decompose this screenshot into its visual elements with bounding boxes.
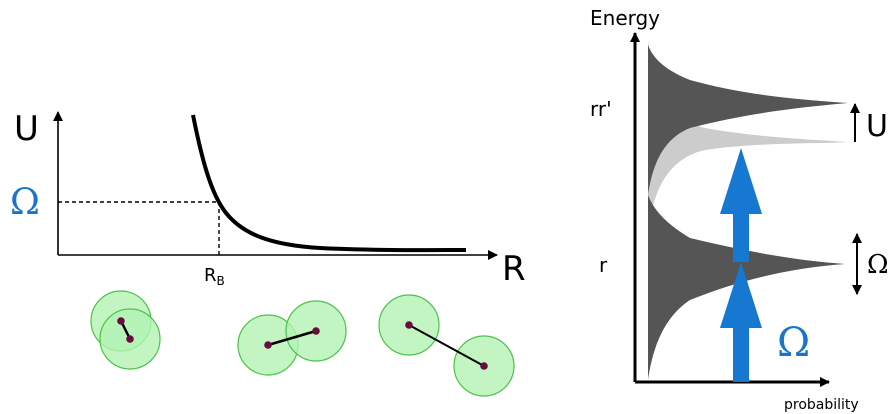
rb-main: R xyxy=(204,265,217,286)
atom-dot xyxy=(117,317,125,325)
excitation-arrow-upper-head xyxy=(720,148,762,214)
r-axis-label: R xyxy=(502,249,526,289)
atom-pair-far xyxy=(378,294,515,397)
drive-omega-label: Ω xyxy=(777,320,810,366)
atom-dot xyxy=(480,362,488,370)
energy-axis-label: Energy xyxy=(590,6,660,30)
energy-spectrum: Energy probability rr' r U Ω Ω xyxy=(590,6,889,413)
probability-axis-label: probability xyxy=(784,397,859,413)
atom-dot xyxy=(405,321,413,329)
atom-dot xyxy=(264,341,272,349)
omega-level-label: Ω xyxy=(10,182,40,223)
atom-bond xyxy=(408,324,485,367)
omega-width-label: Ω xyxy=(867,250,889,280)
rb-subscript: B xyxy=(217,274,225,288)
atom-pair-medium xyxy=(237,300,347,376)
atom-pairs xyxy=(90,290,515,397)
r-level-label: r xyxy=(599,253,608,277)
rr-level-label: rr' xyxy=(590,97,612,121)
rr-shifted-peak xyxy=(648,40,848,230)
atom-dot xyxy=(312,327,320,335)
atom-pair-close xyxy=(90,290,161,370)
excitation-arrows xyxy=(720,148,762,382)
u-shift-label: U xyxy=(866,109,888,144)
excitation-arrow-lower-head xyxy=(720,262,762,328)
r-level-peak xyxy=(648,195,845,380)
rr-level-peak xyxy=(648,45,848,195)
potential-plot: U R Ω RB xyxy=(10,109,526,289)
atom-dot xyxy=(126,335,134,343)
atom-bond xyxy=(267,329,317,347)
blockade-radius-label: RB xyxy=(204,265,225,288)
excitation-arrow-upper-shaft xyxy=(733,200,749,262)
blockade-potential-curve xyxy=(191,114,467,253)
u-axis-label: U xyxy=(14,109,39,149)
